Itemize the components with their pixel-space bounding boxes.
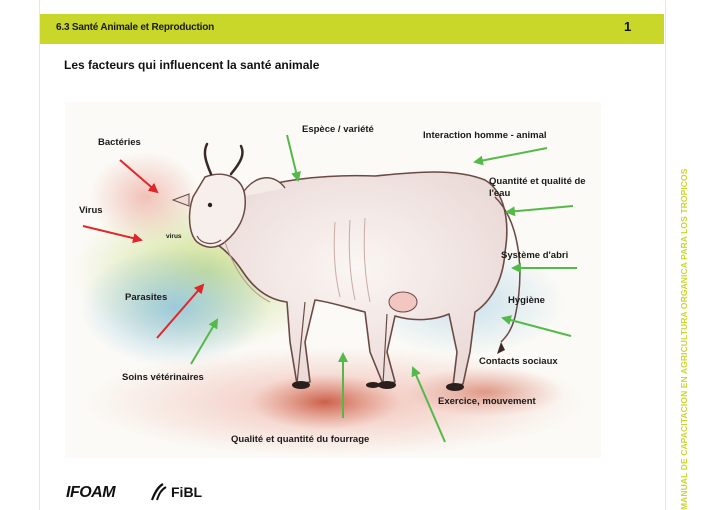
label-virus: Virus [79,205,103,216]
label-espece: Espèce / variété [302,124,374,135]
page-number: 1 [624,19,631,34]
label-interaction: Interaction homme - animal [423,130,547,141]
fibl-mark-icon [149,482,169,502]
label-virus-small: virus [166,233,182,240]
label-fourrage: Qualité et quantité du fourrage [231,434,369,445]
fibl-logo-text: FiBL [171,484,202,500]
label-soins: Soins vétérinaires [122,372,204,383]
label-parasites: Parasites [125,292,167,303]
section-title: 6.3 Santé Animale et Reproduction [56,22,214,33]
ifoam-logo: IFOAM [66,484,115,502]
arrow-interaction [475,148,547,162]
manual-side-text: MANUAL DE CAPACITACION EN AGRICULTURA OR… [679,132,693,510]
arrow-espece [287,135,298,180]
label-eau: Quantité et qualité de l'eau [489,176,601,200]
slide-title: Les facteurs qui influencent la santé an… [64,58,319,72]
label-contacts: Contacts sociaux [479,356,558,367]
fibl-logo: FiBL [149,482,202,502]
label-exercice: Exercice, mouvement [438,396,536,407]
cow-illustration: Bactéries Virus virus Parasites Soins vé… [65,102,601,458]
label-bacteries: Bactéries [98,137,141,148]
label-hygiene: Hygiène [508,295,545,306]
label-abri: Système d'abri [501,250,568,261]
arrow-eau [507,206,573,212]
